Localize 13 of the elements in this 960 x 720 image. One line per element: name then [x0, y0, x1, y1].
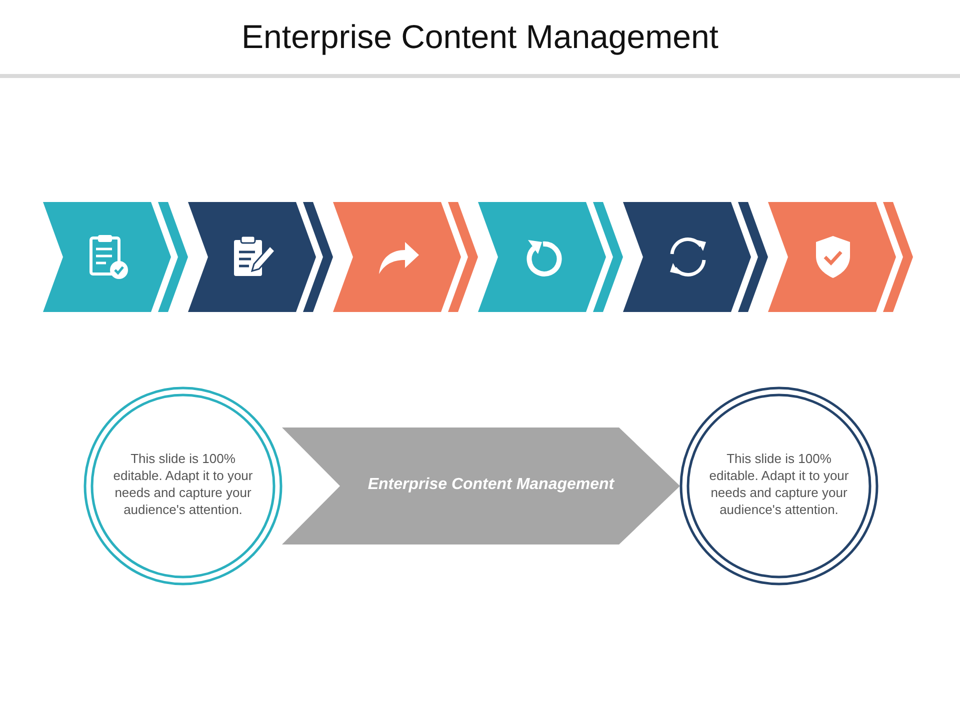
- text-circle: [679, 386, 879, 586]
- edge-label: Enterprise Content Management: [366, 476, 616, 494]
- chevron-shape: [43, 202, 188, 312]
- description-text: This slide is 100% editable. Adapt it to your needs and capture your audience's attention.: [708, 450, 850, 518]
- chevron-shape: [333, 202, 478, 312]
- chevron-arrow: [282, 428, 680, 544]
- slide-title: Enterprise Content Management: [240, 18, 720, 56]
- chevron-shape: [768, 202, 913, 312]
- text-circle: [83, 386, 283, 586]
- chevron-shape: [478, 202, 623, 312]
- description-text: This slide is 100% editable. Adapt it to your needs and capture your audience's attention.: [112, 450, 254, 518]
- chevron-shape: [188, 202, 333, 312]
- chevron-shape: [623, 202, 768, 312]
